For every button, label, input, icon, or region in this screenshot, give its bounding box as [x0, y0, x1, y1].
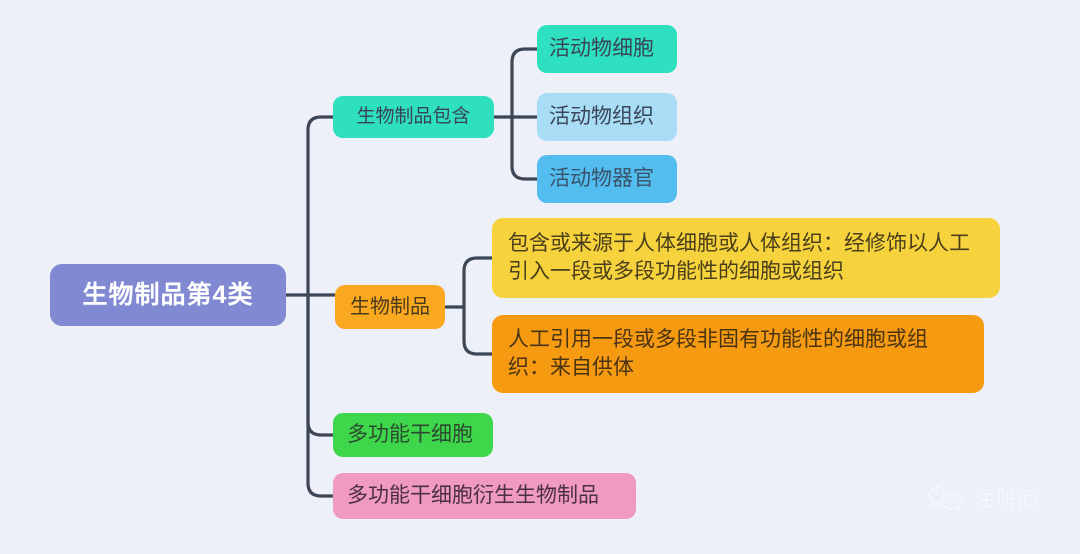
mindmap-node-pluripotent-stem-cell[interactable]: 多功能干细胞 [333, 413, 493, 457]
mindmap-node-living-animal-tissue[interactable]: 活动物组织 [537, 93, 677, 141]
watermark: 注册圈 [928, 484, 1039, 514]
watermark-label: 注册圈 [973, 489, 1039, 512]
mindmap-node-stem-cell-derived-biologic[interactable]: 多功能干细胞衍生生物制品 [333, 473, 636, 519]
mindmap-node-non-native-from-donor[interactable]: 人工引用一段或多段非固有功能性的细胞或组织：来自供体 [492, 315, 984, 393]
mindmap-node-human-derived-modified[interactable]: 包含或来源于人体细胞或人体组织：经修饰以人工引入一段或多段功能性的细胞或组织 [492, 218, 1000, 298]
mindmap-node-living-animal-cell[interactable]: 活动物细胞 [537, 25, 677, 73]
wechat-icon [928, 486, 963, 513]
mindmap-node-biologic[interactable]: 生物制品 [335, 285, 445, 329]
mindmap-node-biologic-contains[interactable]: 生物制品包含 [333, 96, 494, 138]
mindmap-node-root[interactable]: 生物制品第4类 [50, 264, 286, 326]
mindmap-node-living-animal-organ[interactable]: 活动物器官 [537, 155, 677, 203]
